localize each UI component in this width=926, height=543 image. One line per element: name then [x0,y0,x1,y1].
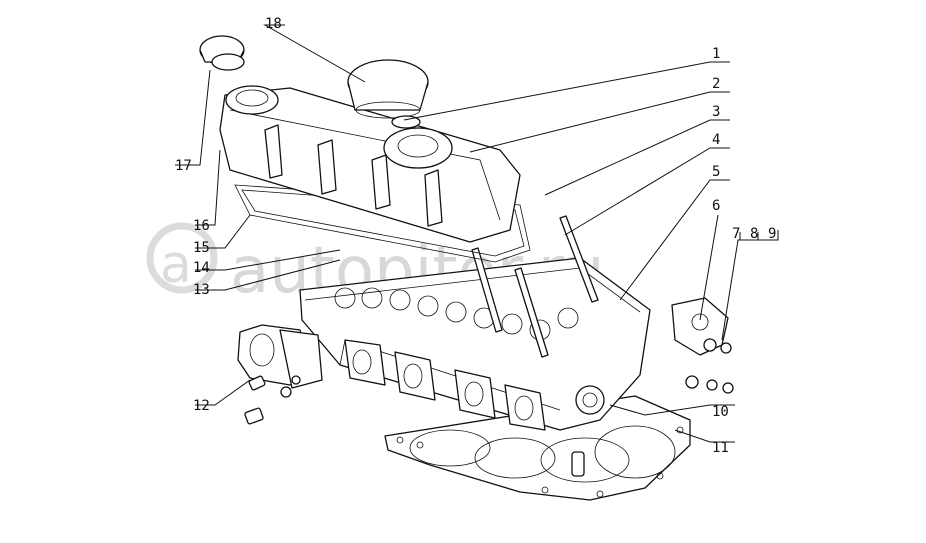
callout-2: 2 [712,76,720,92]
callout-labels: 1 2 3 4 5 6 7 8 9 10 11 12 13 14 15 16 1… [175,16,776,456]
valve-cover [219,85,521,243]
cylinder-head [299,257,651,431]
callout-8: 8 [750,226,758,242]
callout-16: 16 [193,218,210,234]
breather-cap [347,59,429,129]
callout-18: 18 [265,16,282,32]
callout-11: 11 [712,440,729,456]
intake-ports [344,339,546,431]
callout-7: 7 [732,226,740,242]
head-bolts [471,215,599,358]
callout-10: 10 [712,404,729,420]
callout-3: 3 [712,104,720,120]
svg-text:a: a [160,235,192,295]
lifting-bracket-rear [671,297,734,394]
valve-springs [334,287,579,341]
callout-17: 17 [175,158,192,174]
head-gasket [384,395,691,501]
callout-12: 12 [193,398,210,414]
callout-6: 6 [712,198,720,214]
callout-14: 14 [193,260,210,276]
callout-1: 1 [712,46,720,62]
filler-cap [199,35,245,71]
callout-13: 13 [193,282,210,298]
callout-5: 5 [712,164,720,180]
leader-lines [175,24,779,443]
lifting-bracket-front [237,324,323,425]
callout-15: 15 [193,240,210,256]
callout-4: 4 [712,132,720,148]
callout-9: 9 [768,226,776,242]
